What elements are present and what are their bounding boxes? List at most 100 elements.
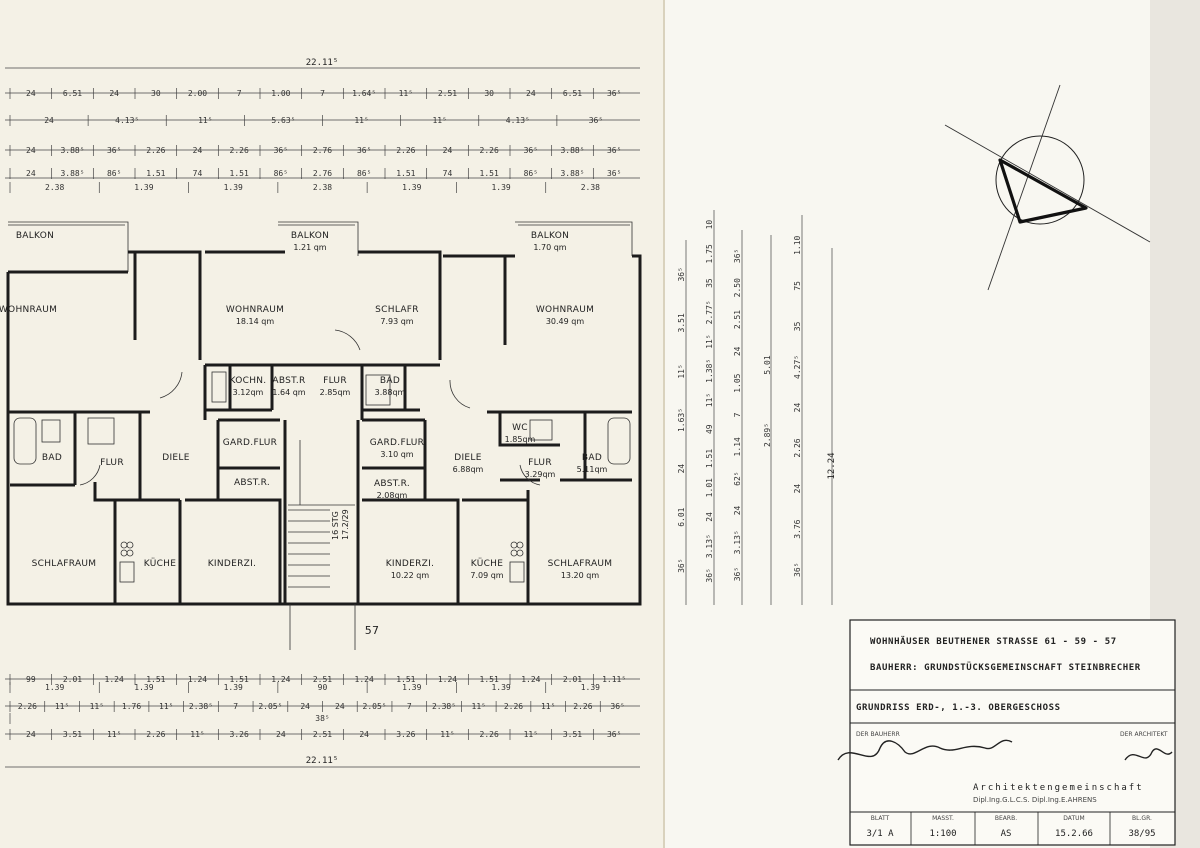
dimension-value: 3.13⁵ — [705, 534, 714, 558]
dimension-value: 1.39 — [491, 183, 510, 192]
dimension-value: 75 — [793, 281, 802, 291]
dimension-value: 2.26 — [146, 146, 165, 155]
dimension-value: 2.05⁵ — [363, 702, 387, 711]
footer-label: BLATT — [871, 815, 890, 822]
dimension-value: 36⁵ — [589, 116, 603, 125]
dimension-value: 1.00 — [271, 89, 290, 98]
dimension-value: 2.38 — [45, 183, 64, 192]
dimension-value: 1.01 — [705, 478, 714, 497]
room-area: 5.11qm — [577, 465, 608, 474]
room-name: DIELE — [454, 453, 481, 463]
title-block: WOHNHÄUSER BEUTHENER STRASSE 61 - 59 - 5… — [837, 619, 1176, 846]
room-name: GARD.FLUR — [370, 438, 424, 448]
dimension-value: 2.26 — [504, 702, 523, 711]
dimension-value: 11⁵ — [472, 702, 486, 711]
dimension-value: 36⁵ — [274, 146, 288, 155]
dimension-value: 1.05 — [733, 373, 742, 392]
room-name: BALKON — [531, 231, 569, 241]
room-name: KINDERZI. — [208, 559, 257, 569]
room-area: 7.09 qm — [470, 571, 503, 580]
dimension-value: 1.14 — [733, 437, 742, 456]
dimension-value: 1.24 — [521, 675, 540, 684]
footer-value: 15.2.66 — [1055, 829, 1093, 839]
dimension-value: 1.24 — [271, 675, 290, 684]
dimension-value: 6.01 — [677, 507, 686, 526]
room-area: 1.85qm — [505, 435, 536, 444]
dimension-value: 1.51 — [230, 675, 249, 684]
dimension-value: 1.76 — [122, 702, 141, 711]
dimension-value: 11⁵ — [55, 702, 69, 711]
north-arrow — [944, 84, 1151, 291]
dimension-value: 1.24 — [438, 675, 457, 684]
room-name: BALKON — [291, 231, 329, 241]
stair-steps-label: 16 STG — [331, 511, 340, 540]
dimension-value: 74 — [443, 169, 453, 178]
dimension-value: 1.24 — [105, 675, 124, 684]
dimension-value: 1.39 — [491, 683, 510, 692]
dimension-value: 36⁵ — [677, 267, 686, 281]
dimension-value: 86⁵ — [107, 169, 121, 178]
dimension-value: 11⁵ — [198, 116, 212, 125]
room-area: 7.93 qm — [380, 317, 413, 326]
dimension-value: 36⁵ — [524, 146, 538, 155]
dimension-value: 6.51 — [563, 89, 582, 98]
dimension-value: 2.26 — [146, 730, 165, 739]
room-name: SCHLAFRAUM — [548, 559, 613, 569]
dimension-value: 1.39 — [402, 183, 421, 192]
dimension-value: 11⁵ — [354, 116, 368, 125]
dimension-value: 24 — [793, 484, 802, 494]
dimension-value: 86⁵ — [357, 169, 371, 178]
dimension-value: 2.38⁵ — [189, 702, 213, 711]
dimension-value: 11⁵ — [399, 89, 413, 98]
room-name: BAD — [380, 376, 400, 386]
dimension-value: 2.89⁵ — [763, 423, 772, 447]
dimension-value: 10 — [705, 220, 714, 230]
dimension-value: 86⁵ — [274, 169, 288, 178]
dimension-value: 90 — [318, 683, 328, 692]
room-name: KÜCHE — [144, 558, 177, 569]
dimension-value: 35 — [705, 278, 714, 288]
room-name: KINDERZI. — [386, 559, 435, 569]
dimension-value: 36⁵ — [677, 558, 686, 572]
room-name: SCHLAFRAUM — [32, 559, 97, 569]
dimension-value: 1.39 — [581, 683, 600, 692]
dimension-value: 2.26 — [396, 146, 415, 155]
room-area: 3.10 qm — [380, 450, 413, 459]
dimension-value: 3.51 — [63, 730, 82, 739]
title-project: WOHNHÄUSER BEUTHENER STRASSE 61 - 59 - 5… — [870, 636, 1117, 647]
dimension-value: 24 — [193, 146, 203, 155]
dimension-value: 2.26 — [230, 146, 249, 155]
dimension-value: 36⁵ — [733, 567, 742, 581]
dimension-value: 2.76 — [313, 169, 332, 178]
dimension-value: 1.39 — [134, 183, 153, 192]
dimension-value: 24 — [793, 403, 802, 413]
dimension-value: 2.51 — [313, 730, 332, 739]
dimension-value: 3.51 — [563, 730, 582, 739]
room-area: 30.49 qm — [546, 317, 585, 326]
dimension-value: 1.64⁵ — [352, 89, 376, 98]
dimension-value: 11⁵ — [90, 702, 104, 711]
room-area: 3.29qm — [525, 470, 556, 479]
dimension-value: 99 — [26, 675, 36, 684]
room-area: 6.88qm — [453, 465, 484, 474]
walls — [6, 221, 642, 650]
dimension-value: 36⁵ — [607, 89, 621, 98]
room-name: DIELE — [162, 453, 189, 463]
dimension-value: 36⁵ — [705, 568, 714, 582]
dimension-value: 1.39 — [402, 683, 421, 692]
room-area: 10.22 qm — [391, 571, 430, 580]
title-client: BAUHERR: GRUNDSTÜCKSGEMEINSCHAFT STEINBR… — [870, 662, 1141, 673]
dimension-value: 1.51 — [230, 169, 249, 178]
dimension-value: 2.77⁵ — [705, 300, 714, 324]
dimension-value: 11⁵ — [677, 364, 686, 378]
room-area: 2.85qm — [320, 388, 351, 397]
dimension-value: 11⁵ — [190, 730, 204, 739]
dimension-value: 1.39 — [224, 183, 243, 192]
dimension-value: 11⁵ — [524, 730, 538, 739]
room-name: SCHLAFR — [375, 305, 419, 315]
dimension-value: 2.38⁵ — [432, 702, 456, 711]
dimension-value: 7 — [407, 702, 412, 711]
stair-ratio-label: 17.2/29 — [341, 509, 350, 540]
